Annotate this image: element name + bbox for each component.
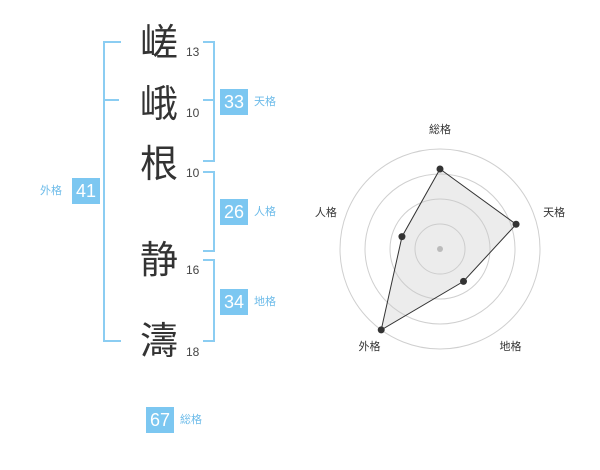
radar-axis-label-3: 地格 <box>500 339 522 353</box>
radar-ring-3 <box>364 173 516 325</box>
radar-ring-4 <box>339 148 541 350</box>
soukaku-label: 総格 <box>180 413 202 426</box>
jinkaku-bracket <box>203 171 215 252</box>
gaikaku-value: 41 <box>72 178 100 204</box>
radar-center-dot <box>437 246 443 252</box>
radar-point-1 <box>436 165 444 173</box>
name-char-5: 濤 <box>140 319 179 363</box>
radar-point-2 <box>512 220 520 228</box>
radar-ring-2 <box>389 198 491 300</box>
radar-ring-1 <box>414 223 466 275</box>
name-char-1: 嵯 <box>140 21 179 65</box>
radar-point-3 <box>460 277 468 285</box>
stroke-count-4: 16 <box>186 263 200 277</box>
stroke-count-2: 10 <box>186 106 200 120</box>
radar-axis-label-5: 人格 <box>315 205 337 219</box>
radar-point-4 <box>377 326 385 334</box>
radar-point-5 <box>398 233 406 241</box>
radar-axis-label-1: 総格 <box>429 122 451 136</box>
tenkaku-bracket <box>203 41 215 162</box>
chikaku-label: 地格 <box>254 295 276 308</box>
radar-axis-label-2: 天格 <box>543 205 565 219</box>
stroke-count-5: 18 <box>186 345 200 359</box>
chikaku-value: 34 <box>220 289 248 315</box>
soukaku-value: 67 <box>146 407 174 433</box>
radar-area <box>380 168 517 331</box>
tenkaku-label: 天格 <box>254 95 276 108</box>
name-char-4: 静 <box>140 238 179 282</box>
gaikaku-bracket-tick <box>105 99 119 101</box>
stroke-count-3: 10 <box>186 166 200 180</box>
tenkaku-bracket-tick <box>203 99 213 101</box>
gaikaku-label: 外格 <box>40 184 62 197</box>
name-char-2: 峨 <box>140 82 179 126</box>
chikaku-bracket <box>203 259 215 342</box>
gaikaku-bracket <box>103 41 121 342</box>
jinkaku-label: 人格 <box>254 205 276 218</box>
tenkaku-value: 33 <box>220 89 248 115</box>
name-char-3: 根 <box>140 142 179 186</box>
stroke-count-1: 13 <box>186 45 200 59</box>
radar-axis-label-4: 外格 <box>358 339 380 353</box>
jinkaku-value: 26 <box>220 199 248 225</box>
